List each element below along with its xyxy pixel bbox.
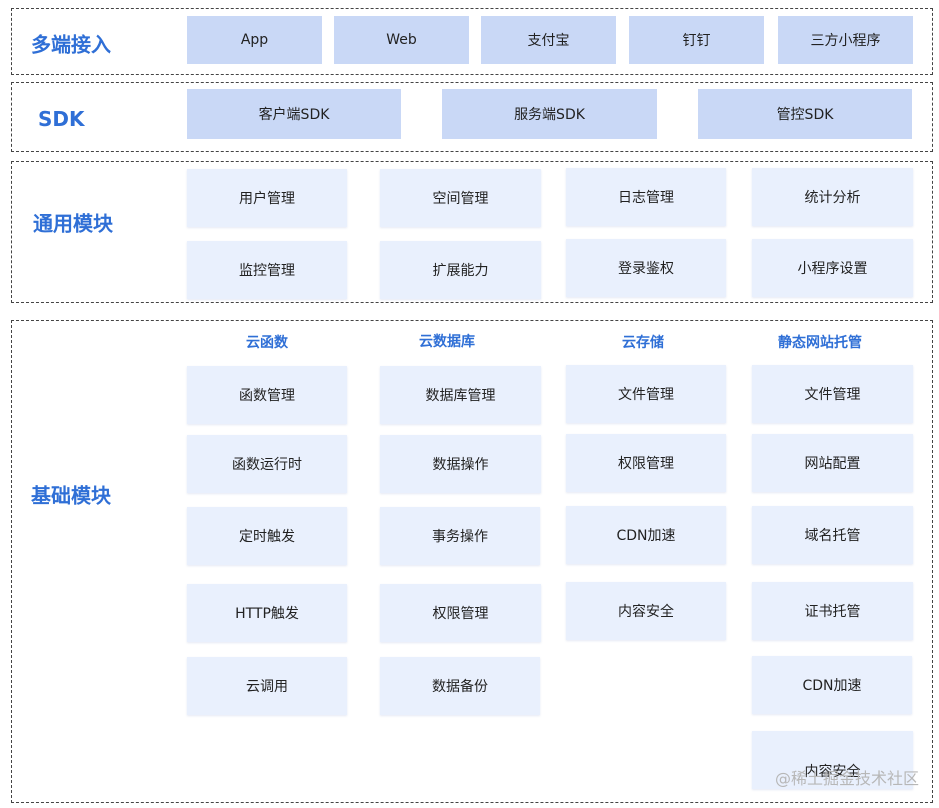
functions-item-management: 函数管理 xyxy=(187,366,347,424)
sdk-layer xyxy=(11,82,933,152)
common-item-space: 空间管理 xyxy=(380,169,541,227)
functions-item-cloud-call: 云调用 xyxy=(187,657,347,715)
common-item-user: 用户管理 xyxy=(187,169,347,227)
hosting-item-site-config: 网站配置 xyxy=(752,434,913,492)
access-item-mini-program: 三方小程序 xyxy=(778,16,913,64)
storage-item-permissions: 权限管理 xyxy=(566,434,726,492)
hosting-item-domain: 域名托管 xyxy=(752,506,913,564)
database-item-operations: 数据操作 xyxy=(380,435,541,493)
access-item-app: App xyxy=(187,16,322,64)
common-item-mini-settings: 小程序设置 xyxy=(752,239,913,297)
hosting-item-files: 文件管理 xyxy=(752,365,913,423)
watermark: @稀土掘金技术社区 xyxy=(774,769,919,788)
base-column-title-database: 云数据库 xyxy=(419,334,475,350)
access-item-dingtalk: 钉钉 xyxy=(629,16,764,64)
common-layer xyxy=(11,161,933,303)
common-item-auth: 登录鉴权 xyxy=(566,239,726,297)
database-item-transactions: 事务操作 xyxy=(380,507,540,565)
sdk-item-server: 服务端SDK xyxy=(442,89,657,139)
storage-item-files: 文件管理 xyxy=(566,365,726,423)
storage-item-content-security: 内容安全 xyxy=(566,582,726,640)
hosting-item-content-security: 内容安全 xyxy=(752,731,913,789)
common-layer-title: 通用模块 xyxy=(33,211,113,236)
base-column-title-storage: 云存储 xyxy=(622,335,664,351)
base-column-title-static-hosting: 静态网站托管 xyxy=(778,335,862,351)
base-layer-title: 基础模块 xyxy=(31,483,111,508)
access-layer xyxy=(11,8,933,75)
functions-item-runtime: 函数运行时 xyxy=(187,435,347,493)
sdk-layer-title: SDK xyxy=(38,107,85,131)
access-layer-title: 多端接入 xyxy=(31,32,111,57)
common-item-stats: 统计分析 xyxy=(752,168,913,226)
hosting-item-certificate: 证书托管 xyxy=(752,582,913,640)
database-item-backup: 数据备份 xyxy=(380,657,540,715)
sdk-item-admin: 管控SDK xyxy=(698,89,912,139)
database-item-management: 数据库管理 xyxy=(380,366,541,424)
common-item-log: 日志管理 xyxy=(566,168,726,226)
common-item-monitor: 监控管理 xyxy=(187,241,347,299)
functions-item-http-trigger: HTTP触发 xyxy=(187,584,347,642)
functions-item-timer-trigger: 定时触发 xyxy=(187,507,347,565)
base-column-title-functions: 云函数 xyxy=(246,335,288,351)
common-item-extension: 扩展能力 xyxy=(380,241,541,299)
database-item-permissions: 权限管理 xyxy=(380,584,541,642)
base-layer xyxy=(11,320,933,803)
hosting-item-cdn: CDN加速 xyxy=(752,656,912,714)
access-item-alipay: 支付宝 xyxy=(481,16,616,64)
storage-item-cdn: CDN加速 xyxy=(566,506,726,564)
access-item-web: Web xyxy=(334,16,469,64)
sdk-item-client: 客户端SDK xyxy=(187,89,401,139)
